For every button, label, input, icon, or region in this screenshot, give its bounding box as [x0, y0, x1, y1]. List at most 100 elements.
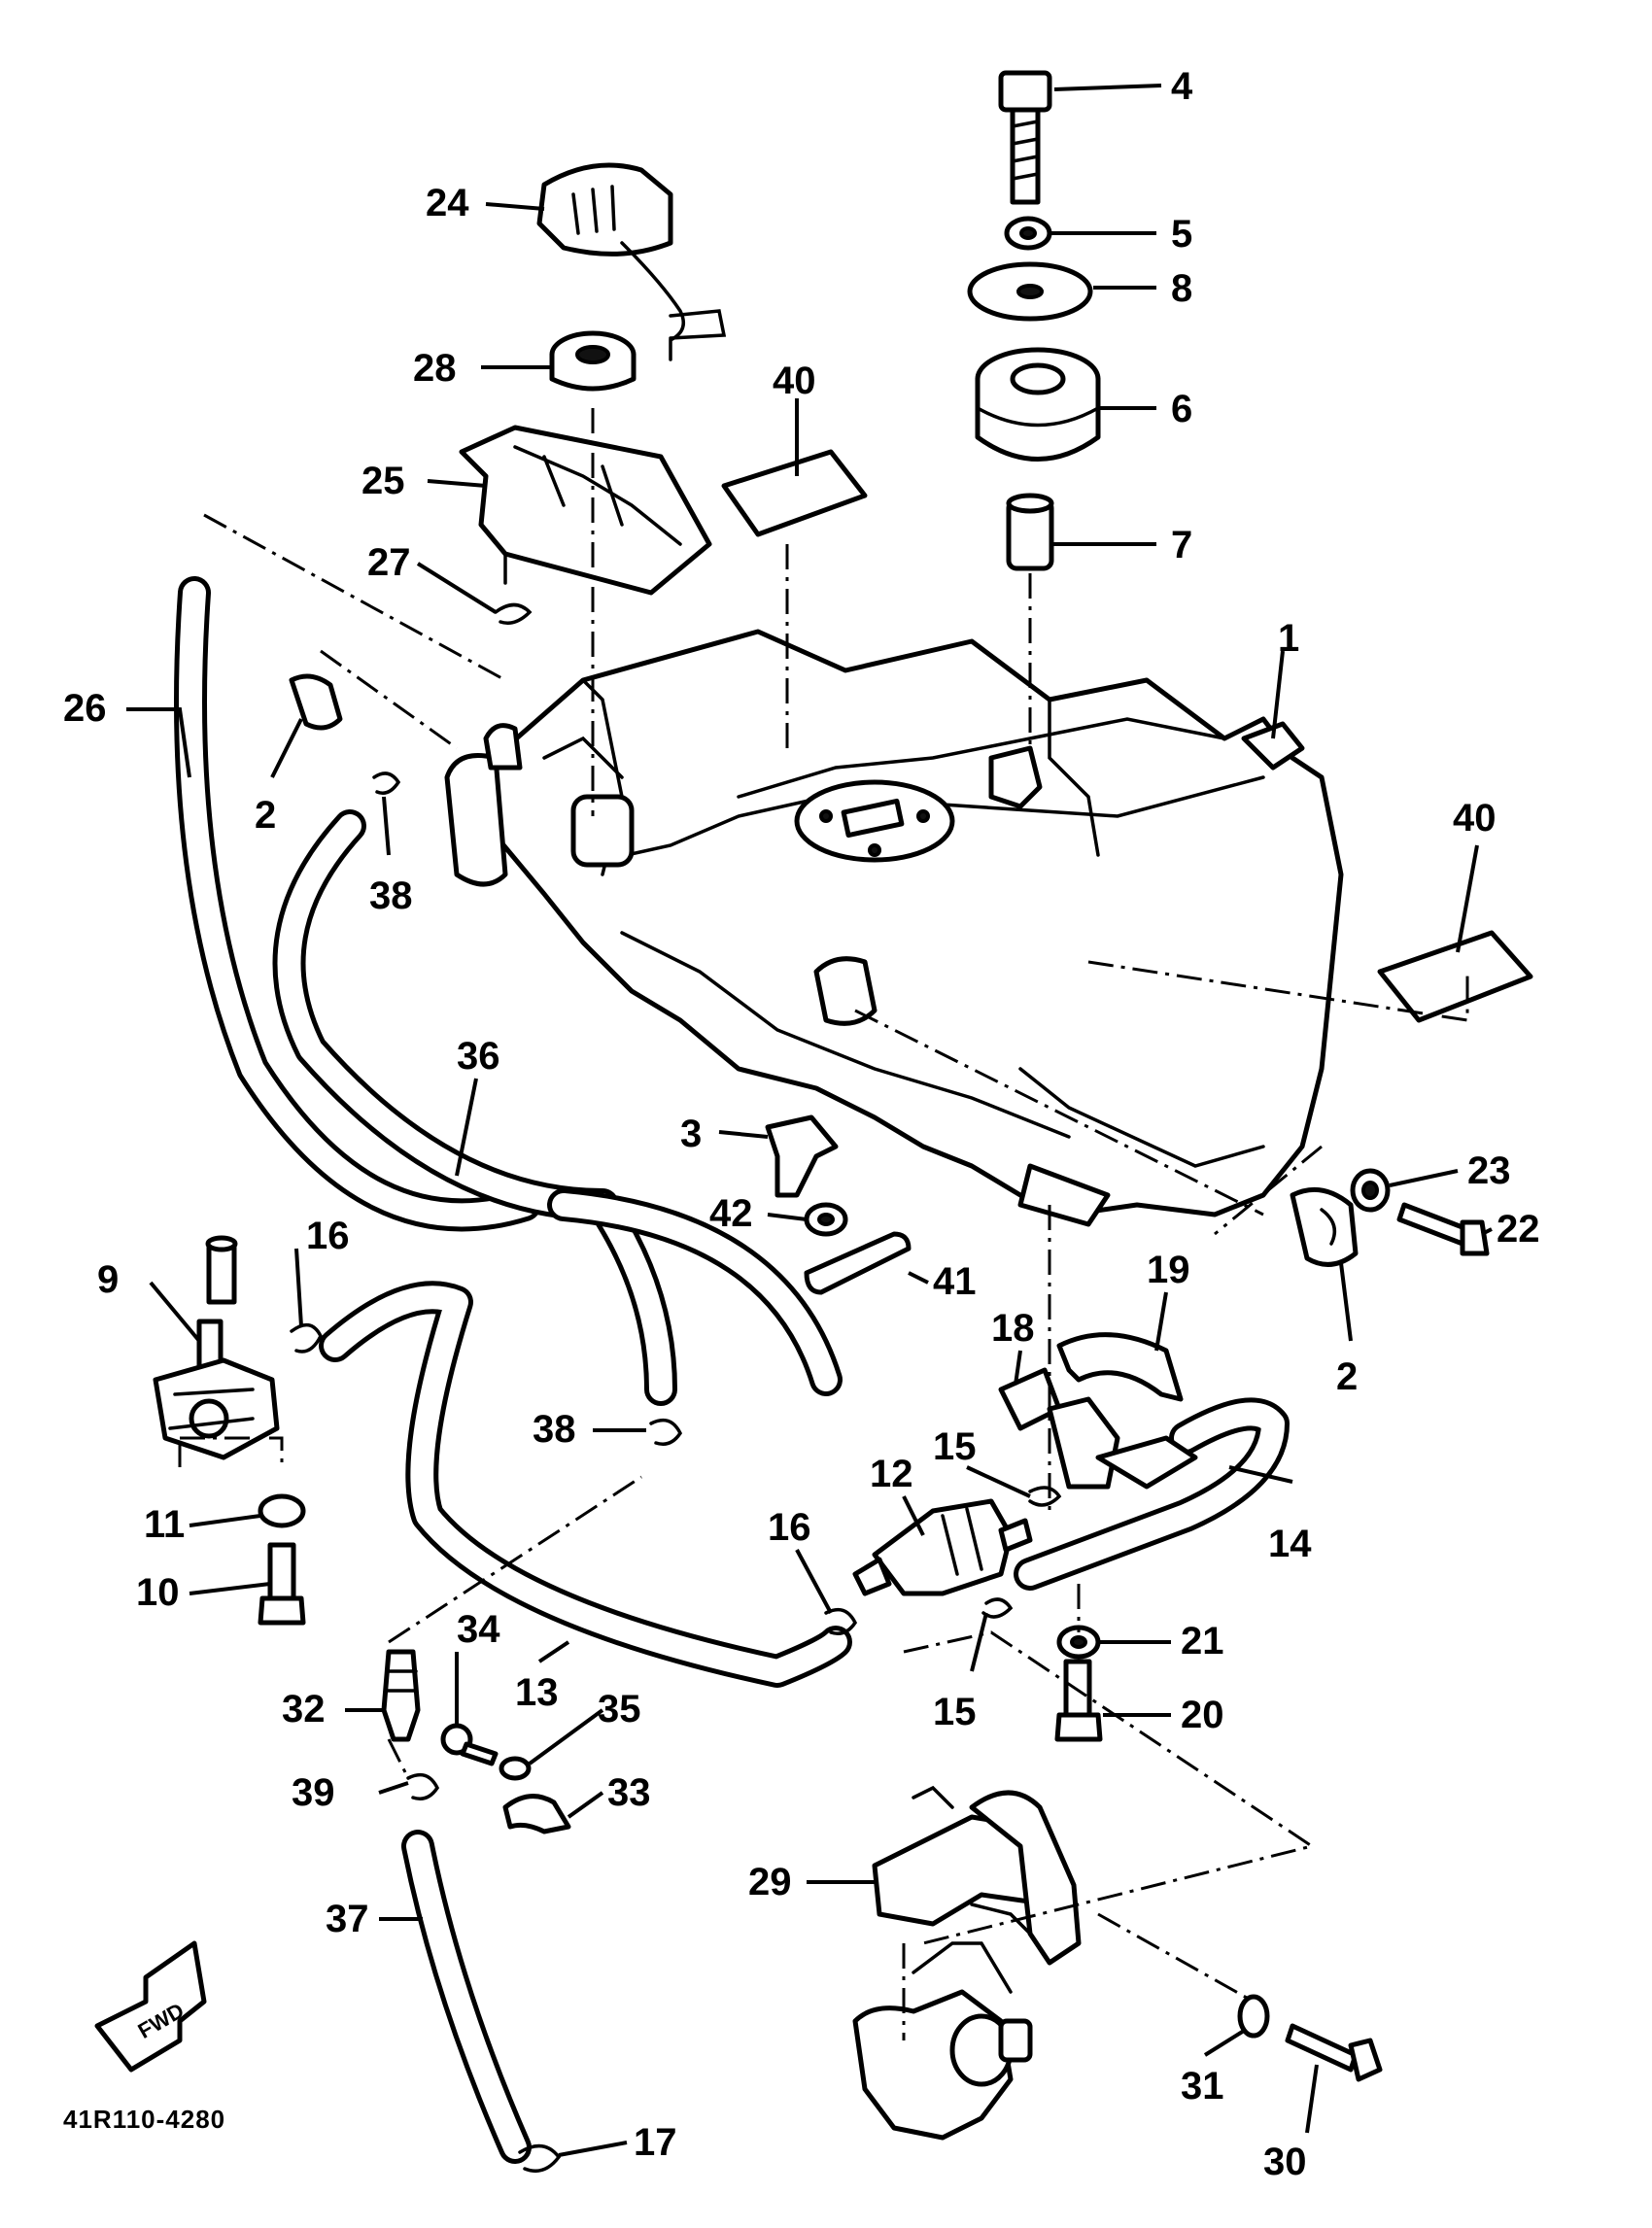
callout-12: 12	[870, 1453, 913, 1495]
bolt-20	[1054, 1659, 1103, 1742]
callout-38-lower: 38	[533, 1408, 576, 1451]
callout-23: 23	[1467, 1149, 1511, 1192]
callout-11: 11	[144, 1503, 185, 1546]
callout-2-left: 2	[255, 794, 276, 837]
fuel-cock-9	[153, 1235, 280, 1460]
callout-26: 26	[63, 687, 107, 730]
screw-34	[440, 1723, 499, 1766]
callout-8: 8	[1171, 267, 1192, 310]
bracket-29	[872, 1785, 1082, 1966]
clip-15-upper	[1028, 1486, 1062, 1507]
callout-labels: 4 5 8 6 7 1 24 28 25 27 40 26 2 38 40 36…	[63, 65, 1540, 2183]
grommet-28	[549, 330, 637, 392]
clip-15-lower	[981, 1597, 1014, 1619]
joint-32	[381, 1649, 421, 1742]
callout-2-right: 2	[1336, 1355, 1358, 1398]
callout-40-top: 40	[773, 360, 816, 402]
hose-13	[319, 1281, 852, 1688]
callout-5: 5	[1171, 213, 1192, 256]
callout-32: 32	[282, 1688, 326, 1731]
cap-nut-2-left	[289, 673, 343, 731]
fuel-filter-12	[852, 1498, 1033, 1596]
hose-26	[174, 576, 541, 1232]
callout-27: 27	[367, 541, 411, 584]
plug-3	[765, 1114, 839, 1198]
callout-4: 4	[1171, 65, 1193, 108]
pad-40-right	[1377, 930, 1533, 1023]
callout-31: 31	[1181, 2065, 1224, 2108]
valve-assembly	[852, 1941, 1033, 2141]
callout-18: 18	[991, 1307, 1035, 1350]
clip-16-upper	[290, 1322, 323, 1354]
clamp-33	[502, 1794, 571, 1834]
bracket-25	[459, 425, 712, 596]
clip-16-lower	[824, 1607, 858, 1635]
clip-38-lower	[649, 1418, 683, 1446]
damper-42	[804, 1202, 848, 1237]
washer-21	[1056, 1625, 1101, 1660]
callout-17: 17	[634, 2121, 677, 2164]
callout-13: 13	[515, 1671, 559, 1714]
callout-6: 6	[1171, 388, 1192, 430]
washer-35	[499, 1756, 532, 1781]
callout-37: 37	[326, 1898, 369, 1940]
clip-39	[406, 1772, 440, 1800]
bolt-10	[258, 1542, 306, 1626]
callout-33: 33	[607, 1771, 651, 1814]
callout-16-lower: 16	[768, 1506, 811, 1549]
washer-31	[1237, 1994, 1270, 2039]
pad-40-top	[721, 449, 868, 537]
leader-lines	[126, 84, 1493, 2157]
callout-40-right: 40	[1453, 797, 1497, 840]
callout-7: 7	[1171, 524, 1192, 566]
callout-42: 42	[709, 1192, 753, 1235]
hose-14	[1014, 1397, 1290, 1591]
callout-29: 29	[748, 1861, 792, 1903]
damper-6	[975, 347, 1101, 462]
plate-washer-8	[967, 261, 1093, 322]
callout-16-upper: 16	[306, 1215, 350, 1257]
callout-30: 30	[1263, 2141, 1307, 2183]
callout-35: 35	[598, 1688, 641, 1731]
bolt-22	[1396, 1202, 1490, 1256]
callout-15-lower: 15	[933, 1691, 977, 1733]
callout-36: 36	[457, 1035, 500, 1078]
hose-37	[401, 1830, 532, 2164]
callout-28: 28	[413, 347, 457, 390]
bracket-19	[1056, 1332, 1184, 1402]
callout-24: 24	[426, 182, 469, 224]
forward-arrow-icon: FWD	[94, 1940, 207, 2073]
washer-5	[1004, 216, 1052, 251]
filler-cap-24	[536, 162, 727, 361]
hose-36	[272, 809, 843, 1406]
callout-34: 34	[457, 1608, 500, 1651]
callout-20: 20	[1181, 1694, 1224, 1736]
callout-3: 3	[680, 1113, 702, 1155]
callout-10: 10	[136, 1571, 180, 1614]
callout-14: 14	[1268, 1523, 1312, 1565]
washer-23	[1350, 1168, 1391, 1213]
clip-17	[518, 2143, 562, 2173]
clip-27	[494, 602, 533, 625]
clip-38-upper	[372, 771, 401, 795]
collar-7	[1006, 493, 1054, 571]
strap-41	[804, 1231, 912, 1295]
callout-41: 41	[933, 1260, 977, 1303]
callout-38-upper: 38	[369, 874, 413, 917]
fuel-tank	[444, 629, 1344, 1227]
bolt-4	[998, 70, 1052, 205]
callout-9: 9	[97, 1258, 119, 1301]
callout-39: 39	[292, 1771, 335, 1814]
diagram-code: 41R110-4280	[63, 2105, 225, 2134]
callout-21: 21	[1181, 1620, 1224, 1662]
callout-19: 19	[1147, 1249, 1190, 1291]
bolt-30	[1285, 2023, 1383, 2082]
assembly-lines	[178, 408, 1469, 2040]
callout-22: 22	[1497, 1208, 1540, 1251]
callout-15-upper: 15	[933, 1425, 977, 1468]
cap-nut-2-right	[1290, 1186, 1359, 1267]
callout-25: 25	[361, 460, 405, 502]
callout-1: 1	[1278, 617, 1299, 660]
washer-11	[258, 1493, 306, 1528]
